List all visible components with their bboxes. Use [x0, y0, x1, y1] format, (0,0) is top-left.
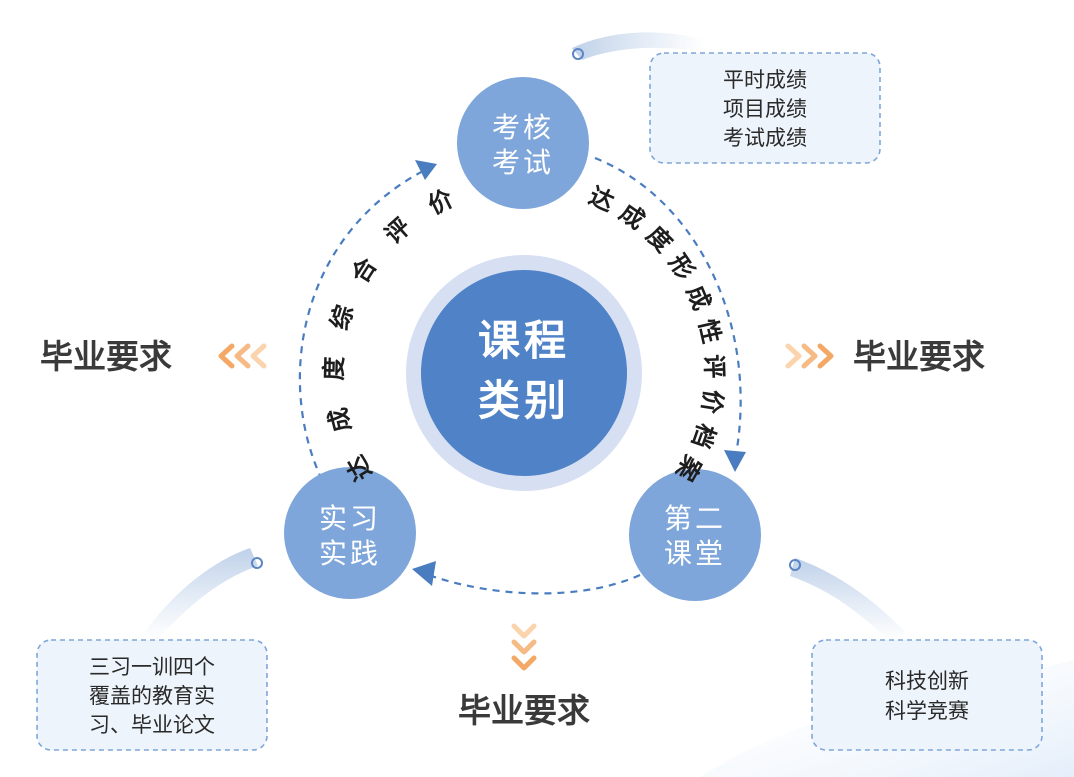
- box-second-line2: 科学竞赛: [885, 699, 969, 723]
- arc-right: [594, 156, 742, 461]
- box-practice-line2: 覆盖的教育实: [89, 684, 215, 708]
- requirement-right: 毕业要求: [853, 337, 985, 376]
- chevrons-down-icon: [511, 623, 537, 671]
- practice-line1: 实习: [319, 502, 381, 535]
- swoosh-second: [789, 558, 905, 642]
- second-line1: 第二: [664, 502, 726, 535]
- arc-left-label-char: 评: [379, 213, 416, 250]
- arc-left-label-char: 价: [424, 184, 459, 220]
- arc-left-label-char: 合: [346, 252, 383, 288]
- arc-right-label-char: 达: [585, 182, 618, 217]
- box-exam-line2: 项目成绩: [723, 97, 807, 121]
- exam-line1: 考核: [492, 111, 554, 144]
- box-practice-line1: 三习一训四个: [89, 655, 215, 679]
- arrowhead-right: [724, 450, 746, 472]
- arc-right-label-char: 成: [681, 281, 716, 314]
- chevrons-right-icon: [785, 343, 834, 369]
- arrowhead-bottom: [412, 561, 436, 586]
- arc-right-label-char: 档: [686, 420, 720, 452]
- node-practice: 实习 实践: [284, 467, 416, 599]
- box-exam-line3: 考试成绩: [723, 126, 807, 150]
- node-exam: 考核 考试: [457, 77, 589, 209]
- arc-right-label-char: 成: [614, 198, 650, 235]
- box-second-line1: 科技创新: [885, 669, 969, 693]
- chevrons-left-icon: [218, 343, 267, 369]
- center-line2: 类别: [478, 376, 570, 425]
- exam-line2: 考试: [492, 146, 554, 179]
- requirement-left: 毕业要求: [40, 337, 172, 376]
- arc-right-label-char: 度: [641, 221, 678, 258]
- requirement-bottom: 毕业要求: [458, 691, 590, 730]
- box-exam-line1: 平时成绩: [723, 68, 807, 92]
- center-node: 课程 类别: [406, 255, 642, 491]
- box-exam: 平时成绩 项目成绩 考试成绩: [649, 52, 881, 164]
- arc-left-label-char: 综: [325, 302, 359, 333]
- practice-line2: 实践: [319, 537, 381, 570]
- arc-right-label-char: 性: [693, 317, 726, 347]
- arc-right-label-char: 价: [696, 388, 727, 417]
- arc-right-label-char: 评: [699, 354, 728, 379]
- arrowhead-top: [415, 160, 437, 180]
- arc-left-label-char: 成: [323, 405, 356, 435]
- second-line2: 课堂: [664, 537, 726, 570]
- node-second-classroom: 第二 课堂: [629, 469, 761, 601]
- box-practice-line3: 习、毕业论文: [89, 713, 215, 737]
- arc-bottom: [419, 570, 641, 595]
- dashed-cycle: [298, 156, 742, 595]
- box-practice: 三习一训四个 覆盖的教育实 习、毕业论文: [36, 639, 268, 751]
- arc-right-label-char: 形: [663, 249, 700, 285]
- center-line1: 课程: [478, 316, 570, 365]
- swoosh-practice: [145, 548, 263, 640]
- swoosh-exam: [572, 32, 705, 60]
- arc-left-label-char: 度: [320, 355, 349, 381]
- arc-left: [298, 169, 426, 481]
- box-second-classroom: 科技创新 科学竞赛: [811, 639, 1043, 751]
